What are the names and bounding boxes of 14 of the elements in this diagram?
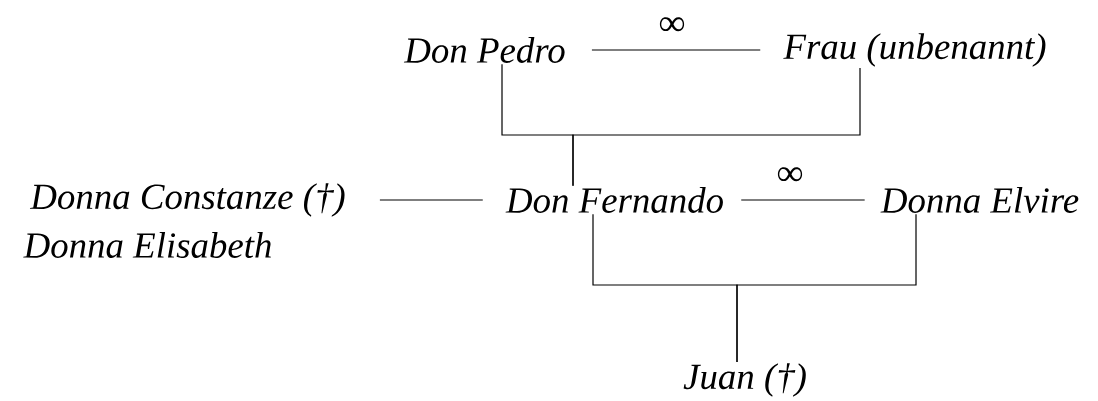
name-label: Frau (unbenannt) [783,33,1046,67]
connector-line [572,67,861,187]
name-label: Donna Elisabeth [23,232,271,258]
connector-line [591,49,761,51]
name-label: Juan (†) [683,363,806,397]
connector-line [740,199,866,201]
name-label: Donna Constanze (†) [29,183,345,217]
edge-label: ∞ [659,17,685,32]
connector-line [736,213,917,363]
name-label: Donna Elvire [880,187,1079,213]
edge-label: ∞ [777,167,803,182]
connector-line [379,199,484,201]
name-label: Don Pedro [403,37,565,63]
name-label: Don Fernando [505,187,723,213]
